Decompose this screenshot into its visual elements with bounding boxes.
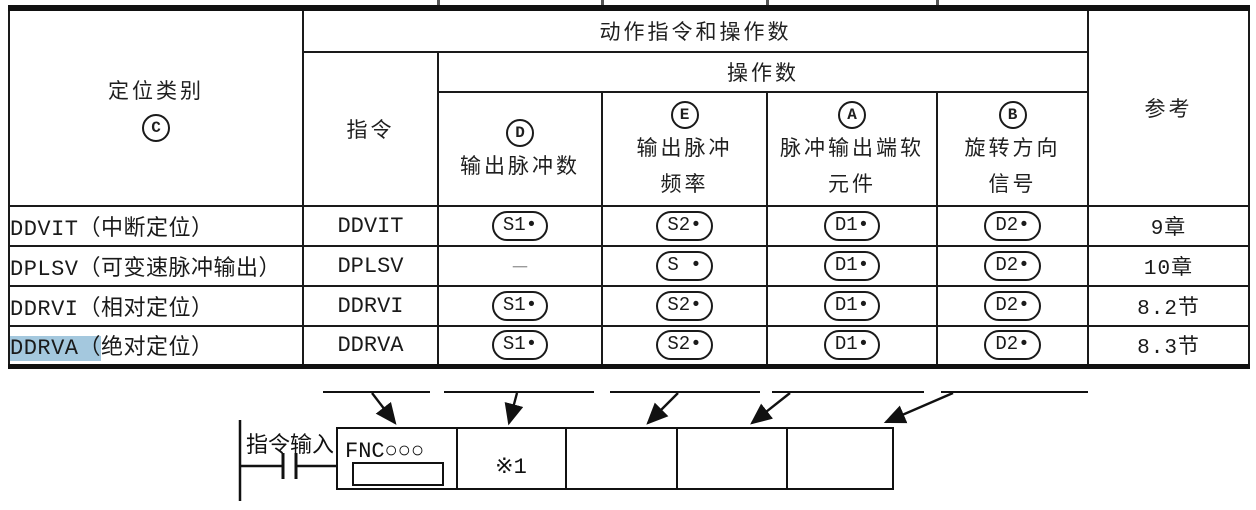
circled-letter-c: C bbox=[142, 113, 170, 142]
operand-pill: S2• bbox=[656, 291, 713, 321]
fnc-number-field bbox=[352, 462, 444, 486]
header-operand-a-line2: 元件 bbox=[828, 173, 876, 196]
operand-cell: S2• bbox=[601, 205, 768, 247]
header-operand-b: B 旋转方向 信号 bbox=[935, 91, 1090, 207]
circled-letter-e: E bbox=[670, 101, 699, 129]
table-top-tick bbox=[437, 0, 440, 6]
operand-pill: S • bbox=[656, 251, 713, 281]
operand-cell: D2• bbox=[935, 245, 1090, 287]
header-operand-group: 操作数 bbox=[436, 51, 1090, 93]
operand-cell: D2• bbox=[935, 325, 1090, 367]
operand-pill: D1• bbox=[823, 330, 881, 361]
category-cell: DDVIT（中断定位） bbox=[8, 205, 304, 247]
operand-pill: D2• bbox=[984, 211, 1041, 241]
instruction-cell: DDRVI bbox=[302, 285, 439, 327]
selection-highlight: DDRVA（ bbox=[10, 336, 102, 362]
operand-cell: S1• bbox=[437, 325, 603, 367]
column-to-operand-arrows bbox=[371, 391, 954, 426]
operand-pill: S1• bbox=[491, 291, 549, 321]
operand-box-4 bbox=[786, 427, 894, 490]
operand-cell: － bbox=[437, 245, 603, 287]
instruction-cell: DDVIT bbox=[302, 205, 439, 247]
operand-cell: S1• bbox=[437, 285, 603, 327]
operand-cell: D1• bbox=[766, 325, 938, 367]
reference-cell: 10章 bbox=[1087, 245, 1251, 287]
circled-letter-d: D bbox=[506, 119, 534, 147]
instruction-boxes bbox=[336, 427, 894, 490]
operand-pill: S1• bbox=[491, 211, 549, 241]
arrow-operand-e bbox=[646, 392, 679, 425]
operand-cell: D1• bbox=[766, 205, 938, 247]
table-top-tick bbox=[936, 0, 939, 6]
operand-pill: S1• bbox=[491, 330, 549, 361]
circled-letter-b: B bbox=[998, 101, 1027, 129]
category-text: DDVIT（中断定位） bbox=[10, 217, 214, 242]
arrow-instruction bbox=[371, 392, 397, 425]
table-row: DPLSV（可变速脉冲输出） DPLSV － S • D1• D2• 10章 bbox=[8, 245, 1251, 287]
operand-cell: D2• bbox=[935, 285, 1090, 327]
instruction-input-label: 指令输入 bbox=[246, 433, 334, 459]
arrow-operand-b bbox=[883, 391, 954, 424]
header-operand-e-line1: 输出脉冲 bbox=[636, 137, 733, 160]
operand-cell: S • bbox=[601, 245, 768, 287]
header-operand-a-line1: 脉冲输出端软 bbox=[780, 137, 924, 160]
operand-cell: S2• bbox=[601, 325, 768, 367]
operand-cell: D1• bbox=[766, 245, 938, 287]
header-category: 定位类别 C bbox=[8, 7, 304, 207]
header-category-label: 定位类别 bbox=[108, 79, 204, 103]
table-top-tick bbox=[601, 0, 604, 6]
reference-cell: 8.2节 bbox=[1087, 285, 1251, 327]
operand-pill: D2• bbox=[984, 251, 1041, 281]
category-text: DPLSV（可变速脉冲输出） bbox=[10, 257, 282, 282]
table-row: DDRVA（绝对定位） DDRVA S1• S2• D1• D2• 8.3节 bbox=[8, 325, 1251, 367]
ladder-diagram: 指令输入 FNC○○○ ※1 bbox=[238, 391, 1088, 501]
operand-cell: S1• bbox=[437, 205, 603, 247]
category-cell: DPLSV（可变速脉冲输出） bbox=[8, 245, 304, 287]
category-cell: DDRVI（相对定位） bbox=[8, 285, 304, 327]
instruction-cell: DDRVA bbox=[302, 325, 439, 367]
category-text: DDRVI（相对定位） bbox=[10, 297, 214, 322]
table-top-tick bbox=[766, 0, 769, 6]
ladder-rung bbox=[238, 420, 337, 501]
note-ref-label: ※1 bbox=[495, 455, 527, 480]
operand-pill: S2• bbox=[656, 211, 713, 241]
header-instruction: 指令 bbox=[302, 51, 439, 207]
circled-letter-a: A bbox=[838, 101, 866, 129]
header-operand-e-line2: 频率 bbox=[660, 173, 709, 196]
arrow-operand-d bbox=[504, 392, 524, 426]
arrow-operand-a bbox=[750, 392, 791, 425]
operand-pill: D1• bbox=[823, 251, 881, 281]
table-row: DDVIT（中断定位） DDVIT S1• S2• D1• D2• 9章 bbox=[8, 205, 1251, 247]
operand-cell: D1• bbox=[766, 285, 938, 327]
table-row: DDRVI（相对定位） DDRVI S1• S2• D1• D2• 8.2节 bbox=[8, 285, 1251, 327]
operand-box-2 bbox=[565, 427, 678, 490]
reference-cell: 8.3节 bbox=[1087, 325, 1251, 367]
operand-pill: D2• bbox=[984, 291, 1041, 321]
header-operand-e: E 输出脉冲 频率 bbox=[601, 91, 768, 207]
operand-cell: D2• bbox=[935, 205, 1090, 247]
operand-pill: S2• bbox=[656, 330, 713, 361]
category-cell: DDRVA（绝对定位） bbox=[8, 325, 304, 367]
fnc-label: FNC○○○ bbox=[345, 439, 424, 464]
header-reference: 参考 bbox=[1087, 7, 1251, 207]
operand-dash: － bbox=[510, 258, 530, 281]
operand-pill: D2• bbox=[984, 330, 1041, 361]
operand-box-3 bbox=[676, 427, 788, 490]
operand-cell: S2• bbox=[601, 285, 768, 327]
operand-pill: D1• bbox=[823, 291, 881, 321]
category-text: 绝对定位） bbox=[101, 336, 214, 362]
header-operand-b-line1: 旋转方向 bbox=[964, 137, 1061, 160]
header-operand-d: D 输出脉冲数 bbox=[437, 91, 603, 207]
header-operand-b-line2: 信号 bbox=[988, 173, 1037, 196]
operand-pill: D1• bbox=[823, 211, 881, 241]
header-action-group: 动作指令和操作数 bbox=[301, 7, 1090, 53]
header-operand-a: A 脉冲输出端软 元件 bbox=[766, 91, 938, 207]
positioning-instruction-table: 定位类别 C 动作指令和操作数 参考 指令 操作数 D 输出脉冲数 bbox=[8, 5, 1251, 369]
reference-cell: 9章 bbox=[1087, 205, 1251, 247]
instruction-cell: DPLSV bbox=[302, 245, 439, 287]
header-operand-d-line1: 输出脉冲数 bbox=[460, 155, 580, 178]
